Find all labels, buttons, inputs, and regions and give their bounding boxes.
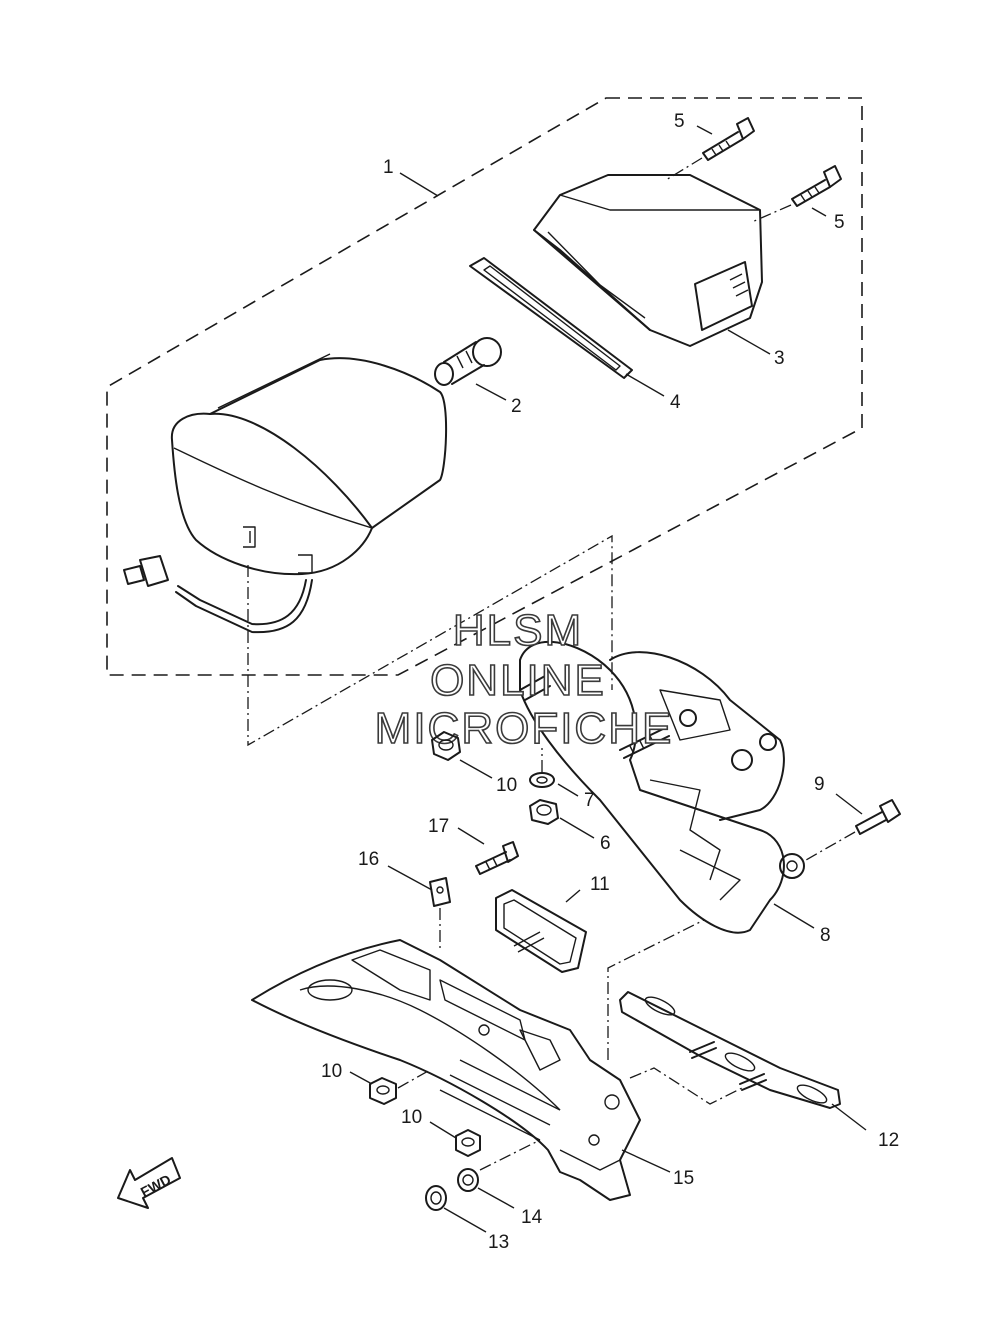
callout-1: 1	[383, 157, 394, 178]
fender-15	[251, 939, 641, 1201]
screw-5-lower	[791, 165, 842, 207]
callout-11: 11	[590, 874, 610, 895]
callout-16: 16	[358, 849, 379, 870]
watermark-line-3: MICROFICHE	[375, 704, 674, 753]
leader-lines	[349, 125, 867, 1233]
callout-6: 6	[600, 833, 611, 854]
callout-numbers: 1 2 3 4 5 5 6 7 8 9 10 10 10 11 12 13 14…	[321, 111, 899, 1253]
watermark: HLSM ONLINE MICROFICHE	[374, 605, 674, 754]
bolt-9	[855, 799, 901, 835]
screw-5-upper	[702, 117, 755, 161]
callout-4: 4	[670, 392, 681, 413]
callout-12: 12	[878, 1130, 899, 1151]
callout-3: 3	[774, 348, 785, 369]
callout-5-upper: 5	[674, 111, 685, 132]
callout-15: 15	[673, 1168, 694, 1189]
tail-light-body	[123, 353, 448, 634]
tail-lens-3	[533, 174, 763, 347]
watermark-line-2: ONLINE	[430, 656, 606, 705]
callout-10-lower: 10	[401, 1107, 422, 1128]
callout-13: 13	[488, 1232, 509, 1253]
fwd-arrow-icon: FWD	[117, 1157, 181, 1209]
callout-8: 8	[820, 925, 831, 946]
bulb-2	[434, 337, 502, 386]
nut-10-lower	[455, 1129, 481, 1157]
bracket-8	[519, 640, 805, 934]
gasket-4	[469, 257, 633, 379]
watermark-line-1: HLSM	[453, 606, 583, 655]
nut-13	[425, 1185, 447, 1211]
callout-10-middle: 10	[321, 1061, 342, 1082]
callout-2: 2	[511, 396, 522, 417]
callout-5-lower: 5	[834, 212, 845, 233]
nut-clip-16	[429, 877, 451, 907]
washer-7	[529, 772, 555, 788]
license-bracket-12	[619, 991, 841, 1109]
collar-14	[457, 1168, 479, 1192]
nut-10-middle	[369, 1077, 397, 1105]
screw-17	[475, 841, 519, 875]
callout-17: 17	[428, 816, 449, 837]
grommet-6	[529, 799, 559, 825]
reflector-11	[495, 889, 587, 973]
nut-10-upper	[431, 731, 461, 761]
assembly-1-boundary	[106, 97, 863, 676]
callout-14: 14	[521, 1207, 543, 1228]
callout-9: 9	[814, 774, 825, 795]
callout-10-upper: 10	[496, 775, 517, 796]
callout-7: 7	[584, 790, 595, 811]
